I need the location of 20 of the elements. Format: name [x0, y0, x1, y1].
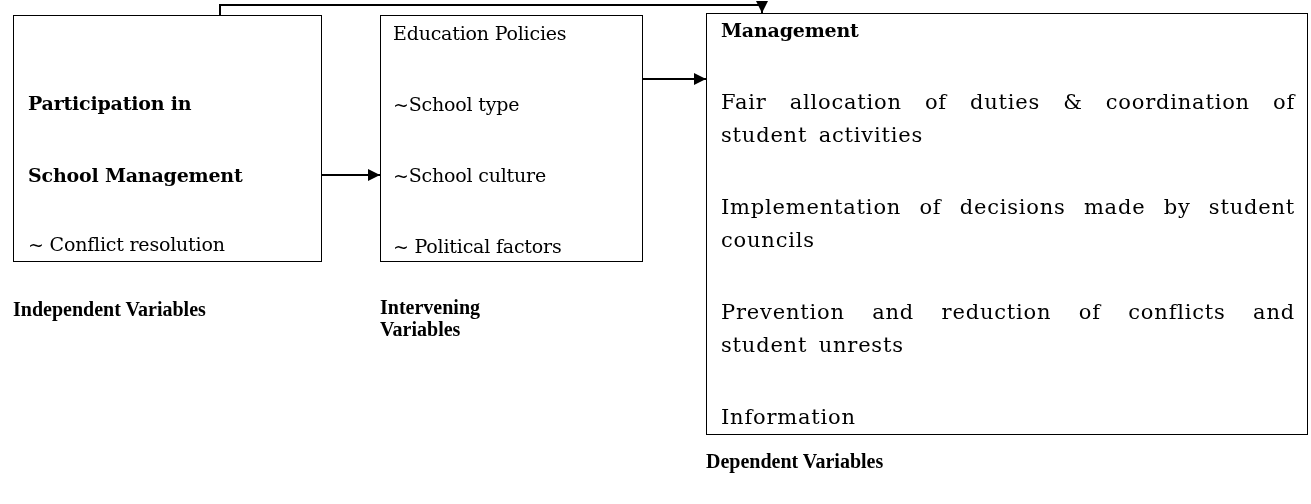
box-item: ~ Political factors	[393, 234, 563, 259]
box-item: Information	[721, 404, 857, 431]
box-item: ~ Conflict resolution	[28, 232, 226, 257]
box-heading: Education Policies	[393, 21, 568, 46]
variable-box	[13, 15, 322, 262]
box-caption: Independent Variables	[13, 298, 207, 320]
arrow	[321, 169, 381, 181]
arrow	[642, 73, 707, 85]
box-heading: Management	[721, 18, 860, 43]
box-caption: Intervening Variables	[380, 296, 481, 340]
box-heading: Participation in School Management	[28, 91, 244, 188]
box-item: ~School culture	[393, 163, 547, 188]
box-item: Fair allocation of duties & coordination of student activities	[721, 89, 1295, 149]
variable-box	[380, 15, 643, 262]
box-caption: Dependent Variables	[706, 450, 885, 472]
variable-box	[706, 13, 1308, 435]
box-item: Prevention and reduction of conflicts and student unrests	[721, 299, 1295, 359]
arrow	[219, 1, 768, 16]
box-item: Implementation of decisions made by student councils	[721, 194, 1295, 254]
box-item: ~School type	[393, 92, 521, 117]
